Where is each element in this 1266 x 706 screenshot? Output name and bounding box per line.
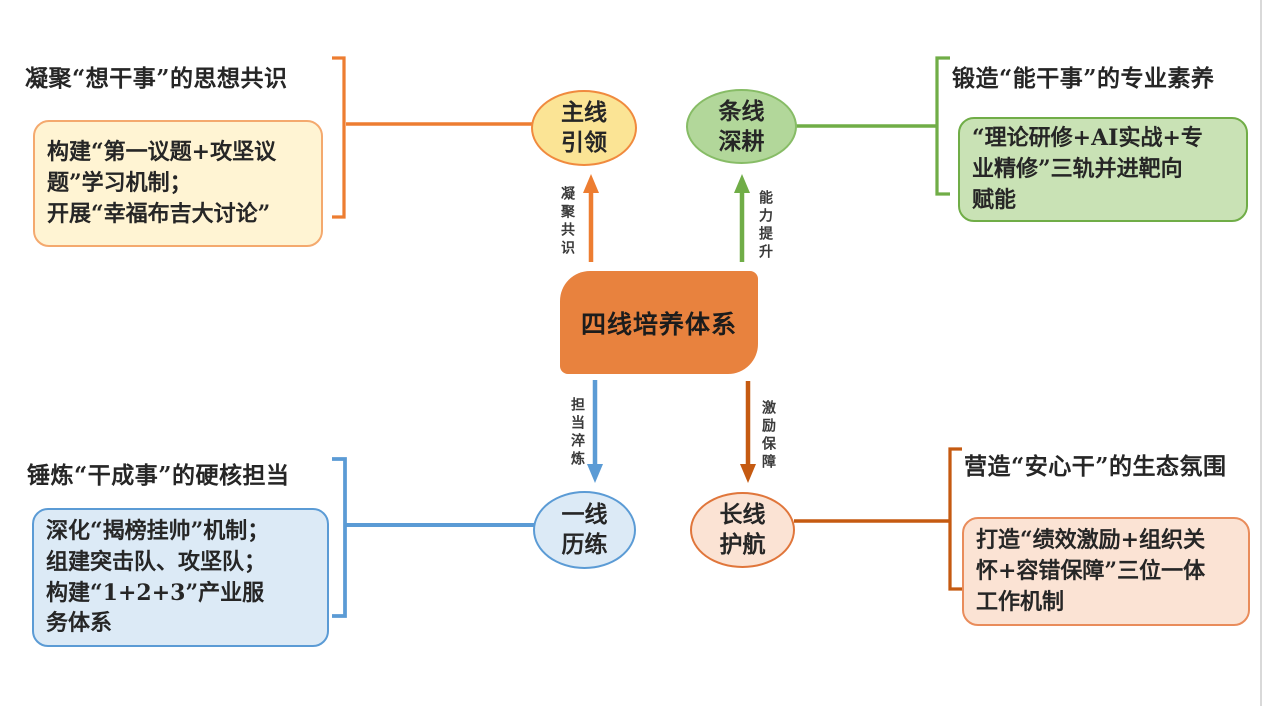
node-front-line-label: 一线 历练 bbox=[561, 501, 608, 558]
detail-box-front-line-text: 深化“揭榜挂帅”机制； 组建突击队、攻坚队； 构建“1+2+3”产业服 务体系 bbox=[46, 517, 270, 637]
node-long-line: 长线 护航 bbox=[690, 492, 795, 568]
node-long-line-label: 长线 护航 bbox=[719, 501, 766, 558]
bracket-front bbox=[332, 457, 347, 618]
detail-box-main-line-text: 构建“第一议题+攻坚议 题”学习机制； 开展“幸福布吉大讨论” bbox=[47, 139, 277, 227]
detail-box-long-line-text: 打造“绩效激励+组织关 怀+容错保障”三位一体 工作机制 bbox=[976, 527, 1206, 615]
node-main-line: 主线 引领 bbox=[531, 90, 637, 166]
node-branch-line-label: 条线 深耕 bbox=[718, 97, 765, 155]
arrow-front-head bbox=[587, 464, 603, 483]
detail-box-long-line: 打造“绩效激励+组织关 怀+容错保障”三位一体 工作机制 bbox=[962, 517, 1250, 626]
heading-front-line: 锤炼“干成事”的硬核担当 bbox=[27, 462, 290, 489]
node-branch-line: 条线 深耕 bbox=[686, 89, 797, 164]
detail-box-branch-line-text: “理论研修+AI实战+专 业精修”三轨并进靶向 赋能 bbox=[972, 125, 1203, 213]
arrow-long-head bbox=[740, 464, 756, 483]
detail-box-main-line: 构建“第一议题+攻坚议 题”学习机制； 开展“幸福布吉大讨论” bbox=[33, 120, 323, 247]
node-main-line-label: 主线 引领 bbox=[561, 99, 607, 156]
detail-box-branch-line: “理论研修+AI实战+专 业精修”三轨并进靶向 赋能 bbox=[958, 117, 1248, 222]
bracket-long bbox=[948, 447, 962, 591]
bracket-main bbox=[332, 56, 346, 219]
arrow-label-long: 激励保障 bbox=[760, 400, 776, 472]
center-node-label: 四线培养体系 bbox=[580, 309, 737, 339]
arrow-label-front: 担当淬炼 bbox=[569, 397, 585, 469]
heading-branch-line: 锻造“能干事”的专业素养 bbox=[952, 65, 1215, 92]
node-front-line: 一线 历练 bbox=[533, 491, 636, 569]
arrow-label-branch: 能力提升 bbox=[757, 190, 773, 262]
heading-main-line: 凝聚“想干事”的思想共识 bbox=[25, 65, 288, 92]
arrow-label-main: 凝聚共识 bbox=[559, 186, 575, 258]
arrow-main-head bbox=[583, 174, 599, 193]
slide-right-edge bbox=[1260, 0, 1262, 706]
center-node: 四线培养体系 bbox=[560, 271, 758, 374]
heading-long-line: 营造“安心干”的生态氛围 bbox=[964, 453, 1227, 480]
arrow-branch-head bbox=[734, 174, 750, 193]
detail-box-front-line: 深化“揭榜挂帅”机制； 组建突击队、攻坚队； 构建“1+2+3”产业服 务体系 bbox=[32, 508, 329, 647]
bracket-branch bbox=[935, 56, 950, 196]
